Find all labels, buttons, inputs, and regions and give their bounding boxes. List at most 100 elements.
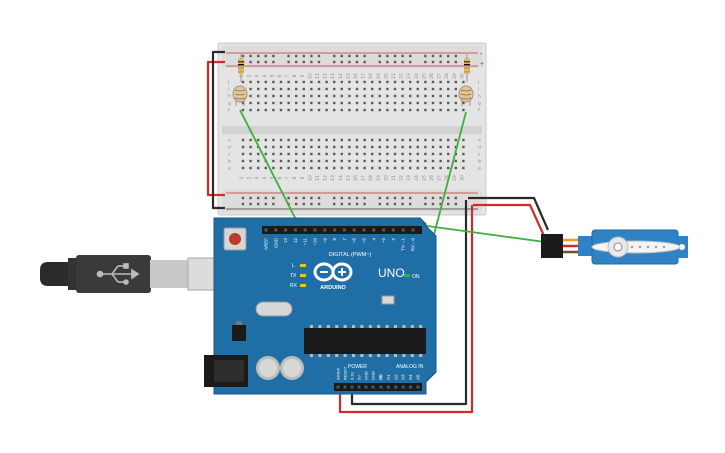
bb-hole [310,101,313,105]
bb-hole [447,159,450,163]
bb-hole [439,166,442,170]
analog-pin-hole[interactable] [386,385,390,389]
digital-pin-hole[interactable] [313,228,317,232]
bb-hole [393,159,397,163]
analog-pin-hole[interactable] [379,385,383,389]
bb-column-number: 12 [323,73,329,79]
bb-hole [295,87,298,91]
bb-hole [431,108,435,112]
digital-pin-hole[interactable] [342,228,346,232]
bb-hole [295,80,298,84]
bb-hole [431,202,435,206]
wire-red-left [206,60,225,197]
bb-hole [241,159,245,163]
bb-hole [317,101,321,105]
bb-hole [287,159,290,163]
bb-hole [393,108,397,112]
digital-pin-hole[interactable] [323,228,327,232]
analog-pin-hole[interactable] [416,385,420,389]
bb-hole [454,108,457,112]
bb-hole [393,54,397,58]
bb-hole [257,94,260,98]
power-pin-hole[interactable] [371,385,375,389]
digital-pin-hole[interactable] [382,228,386,232]
voltage-regulator [232,325,246,341]
bb-hole [295,108,298,112]
bb-hole [447,202,450,206]
bb-hole [378,54,381,58]
power-pin-hole[interactable] [336,385,340,389]
bb-hole [409,152,412,156]
bb-hole [310,196,313,200]
bb-hole [409,87,412,91]
bb-row-letter: c [478,153,481,158]
bb-hole [454,202,457,206]
digital-pin-hole[interactable] [264,228,268,232]
bb-row-letter: h [478,94,481,100]
wire-black-left [211,50,225,210]
bb-hole [462,166,465,170]
chip-pin [419,325,423,328]
bb-hole [393,152,397,156]
bb-column-number: 6 [277,74,283,77]
bb-hole [363,152,366,156]
bb-hole [348,159,351,163]
bb-column-number: 3 [254,74,260,77]
bb-column-number: 19 [376,73,382,79]
bb-hole [348,196,351,200]
analog-pin-hole[interactable] [401,385,405,389]
bb-hole [272,54,275,58]
digital-pin-hole[interactable] [401,228,405,232]
digital-pin-hole[interactable] [391,228,395,232]
bb-hole [447,145,450,149]
bb-hole [325,87,328,91]
chip-pin [385,325,389,328]
chip-pin [410,354,414,357]
bb-hole [462,152,465,156]
bb-hole [295,94,298,98]
bb-hole [333,166,336,170]
bb-hole [310,60,313,64]
chip-pin [310,325,313,328]
digital-pin-hole[interactable] [333,228,337,232]
analog-label: ANALOG IN [396,364,424,370]
digital-pin-hole[interactable] [411,228,415,232]
bb-hole [325,166,328,170]
bb-hole [295,138,298,142]
wire-servo-red [473,203,547,239]
bb-hole [279,87,283,91]
power-pin-hole[interactable] [357,385,361,389]
bb-hole [401,138,404,142]
bb-column-number: 27 [437,175,443,181]
bb-column-number: 30 [459,175,465,181]
digital-pin-hole[interactable] [284,228,288,232]
analog-pin-hole[interactable] [394,385,398,389]
digital-pin-hole[interactable] [293,228,297,232]
bb-hole [287,196,290,200]
power-pin-hole[interactable] [343,385,347,389]
bb-hole [302,138,305,142]
bb-hole [333,94,336,98]
digital-pin-hole[interactable] [362,228,366,232]
bb-hole [424,138,427,142]
bb-hole [340,152,343,156]
bb-row-letter: d [228,145,231,151]
digital-pin-hole[interactable] [352,228,356,232]
digital-pin-hole[interactable] [274,228,278,232]
bb-hole [386,101,389,105]
power-pin-hole[interactable] [350,385,354,389]
servo-horn-hole [630,245,634,249]
bb-hole [462,138,465,142]
bb-hole [340,60,343,64]
analog-pin-hole[interactable] [409,385,413,389]
bb-hole [249,145,252,149]
bb-hole [348,166,351,170]
digital-pin-hole[interactable] [372,228,376,232]
bb-column-number: 18 [368,175,374,181]
bb-hole [287,87,290,91]
bb-hole [257,202,260,206]
bb-hole [333,196,336,200]
digital-pin-hole[interactable] [303,228,307,232]
power-pin-hole[interactable] [364,385,368,389]
bb-hole [241,152,245,156]
